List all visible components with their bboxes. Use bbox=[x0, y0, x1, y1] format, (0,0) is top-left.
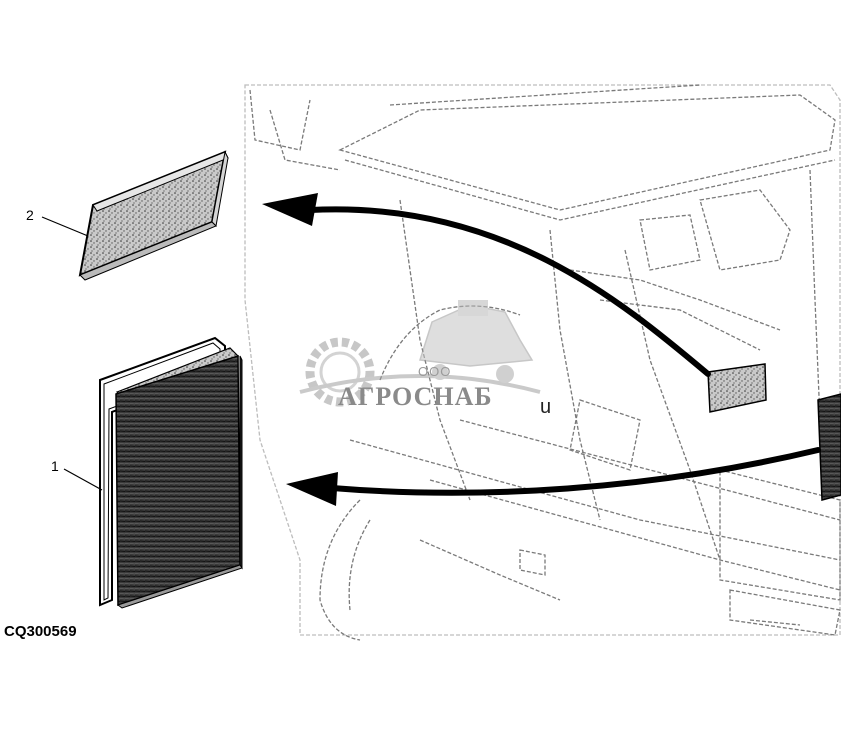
watermark-brand: АГРОСНАБ bbox=[338, 382, 493, 411]
callout-leader-2 bbox=[41, 216, 89, 237]
watermark-suffix: u bbox=[540, 396, 552, 418]
callout-leader-1 bbox=[63, 468, 103, 491]
tractor-cab-sketch bbox=[244, 84, 841, 641]
engine-air-filter-element bbox=[99, 336, 243, 609]
cab-air-filter-panel bbox=[78, 150, 229, 281]
watermark-logo-graphic bbox=[299, 300, 541, 407]
callout-label-1: 1 bbox=[51, 458, 59, 474]
watermark-company-type: ООО bbox=[418, 364, 452, 379]
figure-code: CQ300569 bbox=[4, 623, 77, 640]
callout-label-2: 2 bbox=[26, 207, 34, 223]
installed-cab-air-filter bbox=[707, 363, 767, 413]
lower-removal-arrow bbox=[286, 447, 821, 506]
installed-engine-air-filter bbox=[817, 393, 841, 501]
upper-removal-arrow bbox=[262, 193, 711, 377]
